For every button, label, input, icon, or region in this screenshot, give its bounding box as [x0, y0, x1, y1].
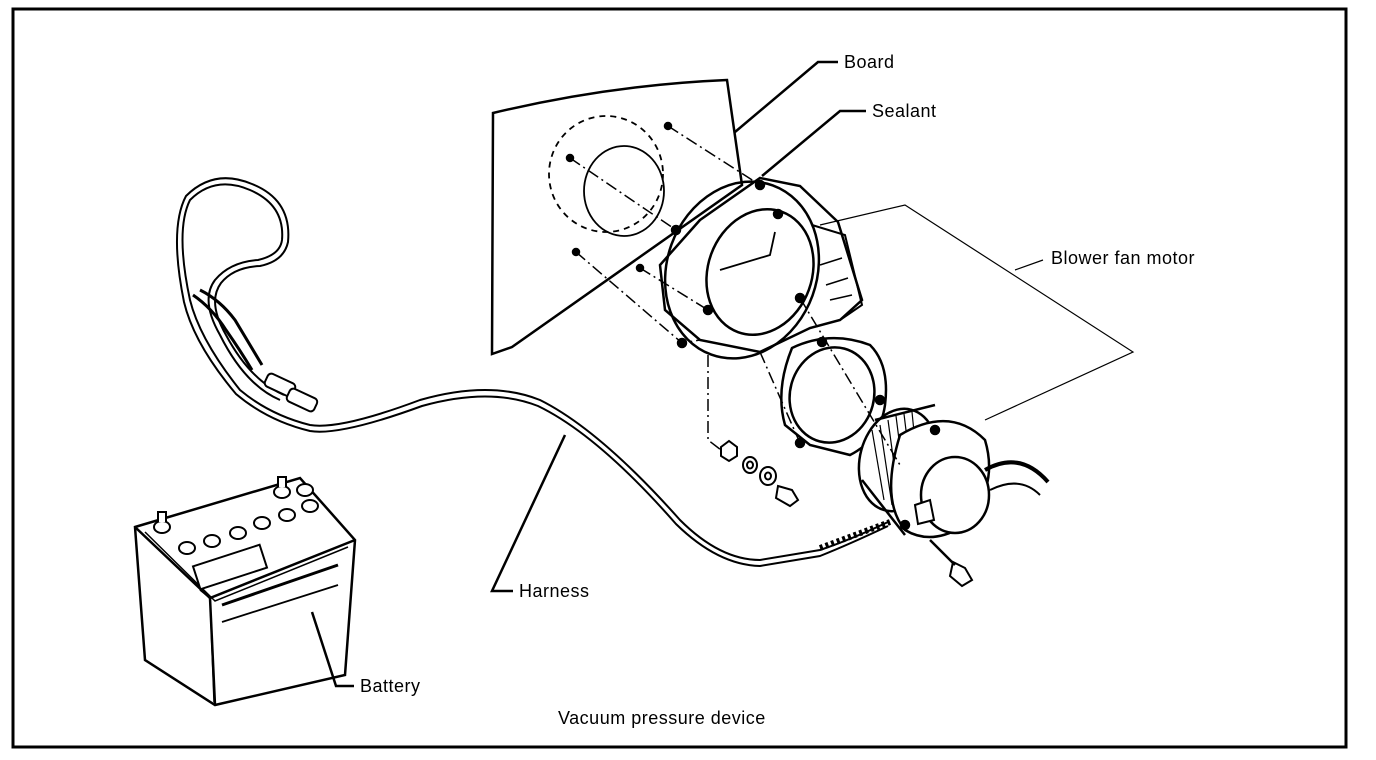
harness-label: Harness: [519, 581, 590, 601]
battery-leader: [310, 611, 354, 688]
diagram-border: [11, 7, 1348, 749]
sealant-leader: [761, 109, 866, 177]
diagram-caption: Vacuum pressure device: [558, 708, 766, 728]
sealant-label: Sealant: [872, 101, 937, 121]
blower-fan-motor: [857, 403, 1050, 539]
board-leader: [734, 60, 838, 133]
callout-leaders: [310, 60, 866, 688]
board-label: Board: [844, 52, 895, 72]
sealant-gasket: [780, 336, 888, 457]
board-panel: [490, 78, 744, 356]
blower-fan-motor-label: Blower fan motor: [1051, 248, 1196, 268]
battery: [133, 476, 357, 707]
alignment-lines: [569, 125, 901, 466]
blower-callout-bracket: [819, 204, 1135, 421]
harness-leader: [490, 434, 567, 593]
battery-label: Battery: [360, 676, 421, 696]
harness-cable: [175, 177, 892, 568]
mounting-hardware: [720, 439, 974, 588]
blower-housing: [658, 176, 864, 360]
